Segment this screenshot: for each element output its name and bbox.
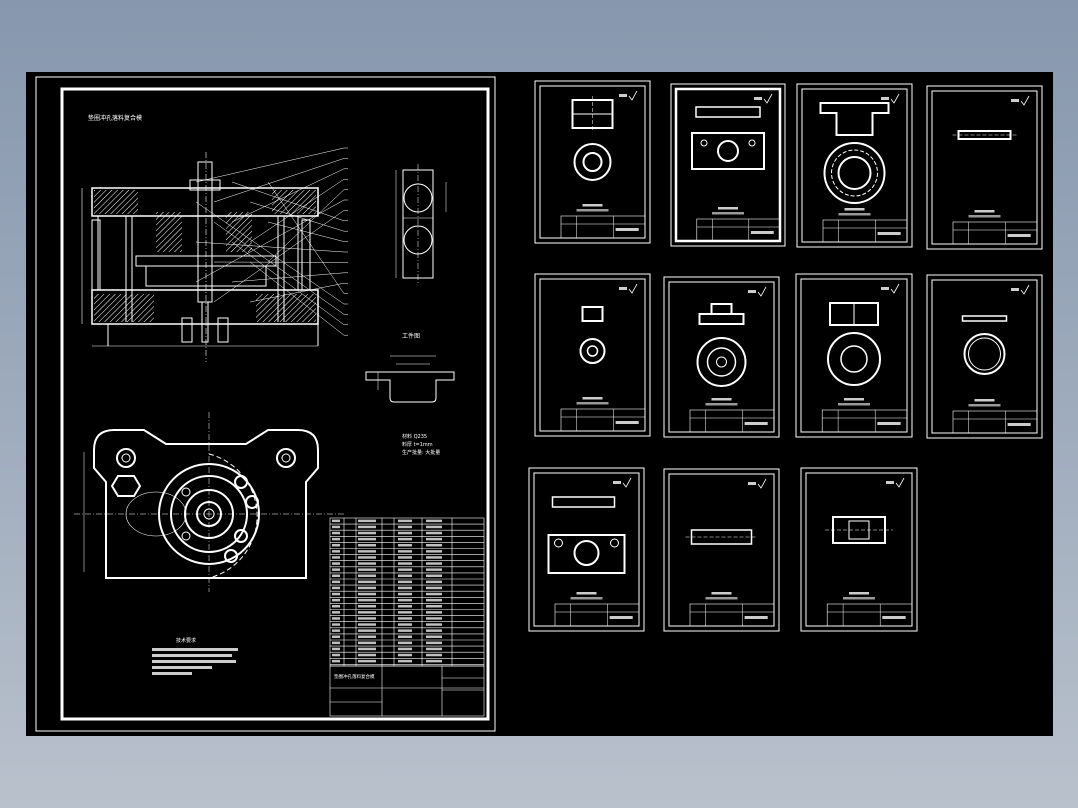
title-block: 垫圈冲孔落料复合模 xyxy=(329,665,485,717)
part-sheet-1[interactable] xyxy=(534,80,651,244)
part-sheet-4[interactable] xyxy=(926,85,1043,250)
part-sheet-5[interactable] xyxy=(534,273,651,437)
part-sheets xyxy=(528,80,1043,632)
plan-view xyxy=(74,412,346,592)
part-sheet-10[interactable] xyxy=(663,468,780,632)
part-sheet-2[interactable] xyxy=(670,83,786,247)
workpiece-label: 工件图 xyxy=(402,332,420,340)
drawing-canvas: 垫圈冲孔落料复合模 xyxy=(35,76,1043,732)
svg-text:垫圈冲孔落料复合模: 垫圈冲孔落料复合模 xyxy=(334,673,375,680)
cad-viewport[interactable]: 垫圈冲孔落料复合模 xyxy=(26,72,1053,736)
svg-text:料厚 t=1mm: 料厚 t=1mm xyxy=(402,441,433,448)
part-sheet-7[interactable] xyxy=(795,273,913,438)
parts-list xyxy=(329,517,485,667)
part-sheet-6[interactable] xyxy=(663,276,780,438)
material-notes: 材料 Q235 料厚 t=1mm 生产批量: 大批量 xyxy=(402,433,440,456)
main-assembly-sheet[interactable]: 垫圈冲孔落料复合模 xyxy=(35,76,496,732)
side-view xyxy=(395,164,447,284)
assembly-section-view xyxy=(81,147,348,362)
part-sheet-3[interactable] xyxy=(796,83,913,248)
workpiece-drawing: 工件图 xyxy=(365,332,455,403)
tech-requirements: 技术要求 xyxy=(152,637,238,675)
svg-text:生产批量: 大批量: 生产批量: 大批量 xyxy=(402,449,440,456)
svg-text:材料 Q235: 材料 Q235 xyxy=(402,433,427,440)
svg-text:技术要求: 技术要求 xyxy=(176,637,196,644)
part-sheet-8[interactable] xyxy=(926,274,1043,439)
main-title: 垫圈冲孔落料复合模 xyxy=(88,114,142,122)
part-sheet-11[interactable] xyxy=(800,467,918,632)
part-sheet-9[interactable] xyxy=(528,467,645,632)
